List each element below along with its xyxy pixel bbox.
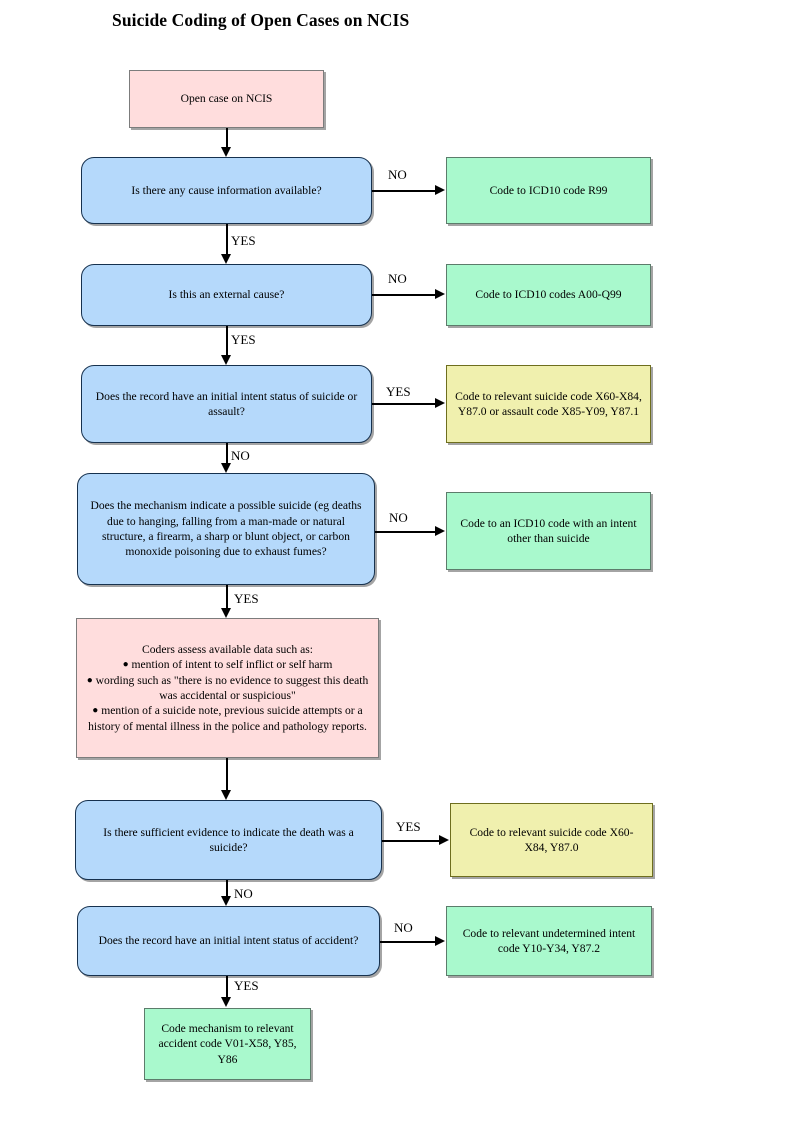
node-decision-mechanism-possible-suicide: Does the mechanism indicate a possible s… <box>77 473 375 585</box>
connector-d3-no <box>226 443 228 464</box>
arrowhead-d5-yes <box>439 835 449 845</box>
arrowhead-d4-yes <box>221 608 231 618</box>
bullet-dot-icon: ● <box>92 705 99 717</box>
arrowhead-d1-no <box>435 185 445 195</box>
connector-d5-no <box>226 880 228 897</box>
bullet-dot-icon: ● <box>86 674 93 686</box>
node-code-a00-q99-label: Code to ICD10 codes A00-Q99 <box>475 288 622 302</box>
arrowhead-d6-yes <box>221 997 231 1007</box>
node-code-r99: Code to ICD10 code R99 <box>446 157 651 224</box>
node-code-other-intent: Code to an ICD10 code with an intent oth… <box>446 492 651 570</box>
arrowhead-assess-to-d5 <box>221 790 231 800</box>
edge-label-d4-no: NO <box>389 510 408 525</box>
arrowhead-d3-yes <box>435 398 445 408</box>
coders-assess-bullet-1: ● mention of intent to self inflict or s… <box>85 657 370 672</box>
connector-d6-yes <box>226 976 228 998</box>
node-decision-mechanism-possible-suicide-label: Does the mechanism indicate a possible s… <box>90 499 362 559</box>
bullet-dot-icon: ● <box>122 659 129 671</box>
arrowhead-d1-yes <box>221 254 231 264</box>
node-start: Open case on NCIS <box>129 70 324 128</box>
node-code-accident: Code mechanism to relevant accident code… <box>144 1008 311 1080</box>
edge-label-d6-yes: YES <box>234 978 259 993</box>
node-decision-cause-info: Is there any cause information available… <box>81 157 372 224</box>
node-decision-sufficient-evidence: Is there sufficient evidence to indicate… <box>75 800 382 880</box>
node-decision-external-cause-label: Is this an external cause? <box>168 288 285 302</box>
node-code-undetermined-intent: Code to relevant undetermined intent cod… <box>446 906 652 976</box>
page-title: Suicide Coding of Open Cases on NCIS <box>112 10 410 30</box>
node-code-other-intent-label: Code to an ICD10 code with an intent oth… <box>460 516 637 545</box>
node-start-label: Open case on NCIS <box>180 92 273 106</box>
connector-d5-yes <box>382 840 440 842</box>
edge-label-d3-yes: YES <box>386 384 411 399</box>
connector-d4-yes <box>226 585 228 609</box>
node-code-suicide-or-assault-label: Code to relevant suicide code X60-X84, Y… <box>455 389 642 418</box>
connector-d2-yes <box>226 326 228 356</box>
edge-label-d5-yes: YES <box>396 819 421 834</box>
connector-start-to-d1 <box>226 128 228 148</box>
arrowhead-d2-yes <box>221 355 231 365</box>
node-decision-initial-intent-accident-label: Does the record have an initial intent s… <box>98 934 359 948</box>
edge-label-d1-no: NO <box>388 167 407 182</box>
connector-d6-no <box>380 941 436 943</box>
node-decision-cause-info-label: Is there any cause information available… <box>131 183 322 197</box>
node-code-a00-q99: Code to ICD10 codes A00-Q99 <box>446 264 651 326</box>
connector-d2-no <box>372 294 436 296</box>
arrowhead-d2-no <box>435 289 445 299</box>
edge-label-d6-no: NO <box>394 920 413 935</box>
node-decision-sufficient-evidence-label: Is there sufficient evidence to indicate… <box>103 825 354 854</box>
edge-label-d3-no: NO <box>231 448 250 463</box>
node-code-suicide: Code to relevant suicide code X60-X84, Y… <box>450 803 653 877</box>
node-coders-assess: Coders assess available data such as: ● … <box>76 618 379 758</box>
connector-d4-no <box>375 531 436 533</box>
connector-assess-to-d5 <box>226 758 228 791</box>
arrowhead-d4-no <box>435 526 445 536</box>
connector-d1-no <box>372 190 436 192</box>
connector-d1-yes <box>226 224 228 255</box>
node-decision-initial-intent-suicide-label: Does the record have an initial intent s… <box>95 389 358 418</box>
coders-assess-bullet-3: ● mention of a suicide note, previous su… <box>85 703 370 734</box>
arrowhead-d6-no <box>435 936 445 946</box>
coders-assess-bullet-3-text: mention of a suicide note, previous suic… <box>88 704 367 733</box>
node-code-suicide-or-assault: Code to relevant suicide code X60-X84, Y… <box>446 365 651 443</box>
coders-assess-header: Coders assess available data such as: <box>142 643 313 657</box>
arrowhead-start-to-d1 <box>221 147 231 157</box>
edge-label-d4-yes: YES <box>234 591 259 606</box>
edge-label-d1-yes: YES <box>231 233 256 248</box>
coders-assess-bullet-2-text: wording such as "there is no evidence to… <box>95 673 369 702</box>
node-code-suicide-label: Code to relevant suicide code X60-X84, Y… <box>469 825 634 854</box>
node-decision-initial-intent-accident: Does the record have an initial intent s… <box>77 906 380 976</box>
node-decision-external-cause: Is this an external cause? <box>81 264 372 326</box>
arrowhead-d5-no <box>221 896 231 906</box>
node-decision-initial-intent-suicide: Does the record have an initial intent s… <box>81 365 372 443</box>
edge-label-d2-yes: YES <box>231 332 256 347</box>
node-code-accident-label: Code mechanism to relevant accident code… <box>158 1022 297 1066</box>
edge-label-d5-no: NO <box>234 886 253 901</box>
edge-label-d2-no: NO <box>388 271 407 286</box>
coders-assess-bullet-1-text: mention of intent to self inflict or sel… <box>131 658 333 672</box>
coders-assess-bullet-2: ● wording such as "there is no evidence … <box>85 673 370 704</box>
connector-d3-yes <box>372 403 436 405</box>
node-code-r99-label: Code to ICD10 code R99 <box>489 183 608 197</box>
node-code-undetermined-intent-label: Code to relevant undetermined intent cod… <box>462 926 636 955</box>
arrowhead-d3-no <box>221 463 231 473</box>
